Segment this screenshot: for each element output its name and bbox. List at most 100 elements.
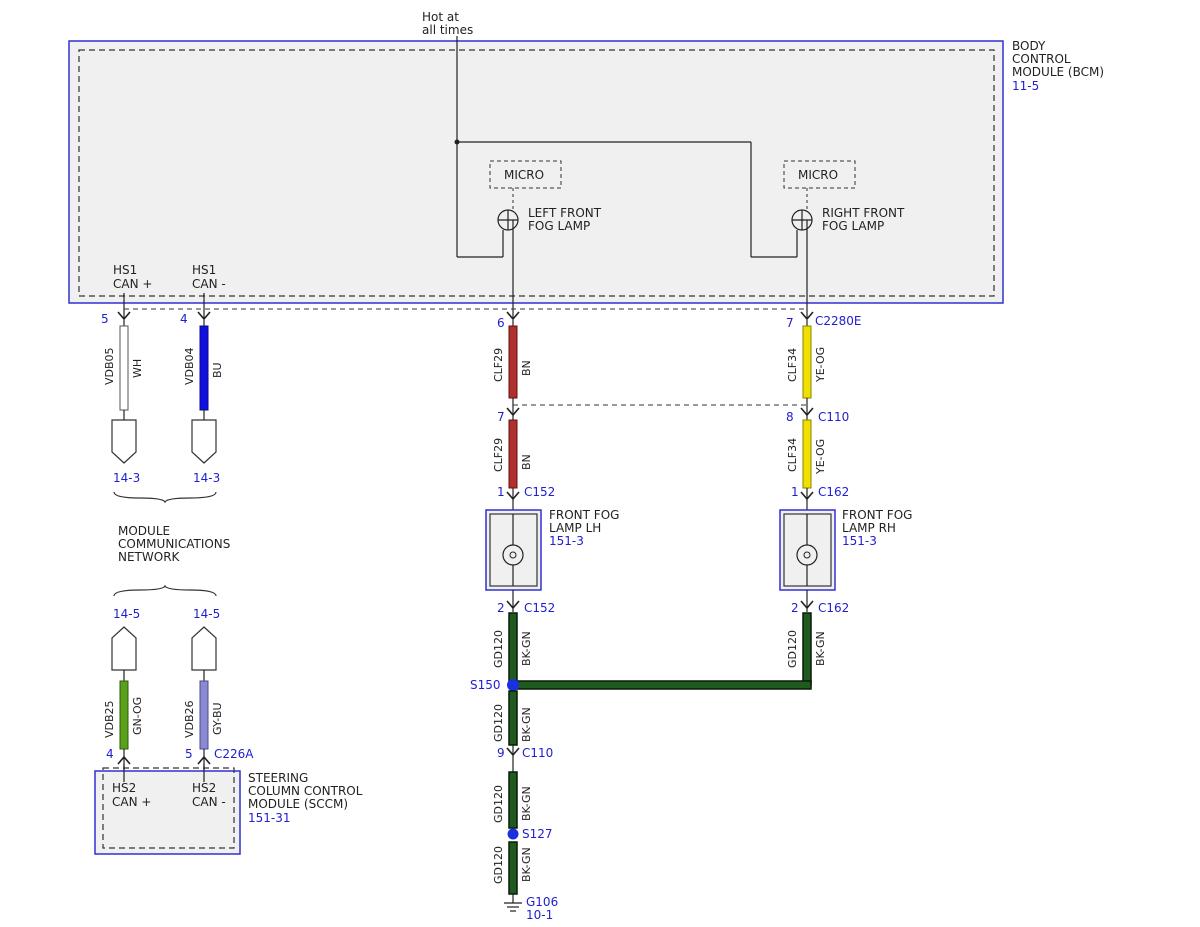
connector-lamp-bottom-pins — [506, 600, 814, 610]
connector-c152-bottom-label[interactable]: C152 — [524, 601, 555, 615]
hs2-plus-label-1: HS2 — [112, 781, 136, 795]
wire-clf34-bottom-circuit: CLF34 — [786, 438, 799, 472]
network-ref-left-top[interactable]: 14-3 — [113, 471, 140, 485]
power-junction-dot — [454, 139, 460, 145]
sccm-ref-link[interactable]: 151-31 — [248, 811, 291, 825]
sccm-name-2: COLUMN CONTROL — [248, 784, 363, 798]
hot-label-2: all times — [422, 23, 473, 37]
network-ref-right-bot[interactable]: 14-5 — [193, 607, 220, 621]
left-fog-switch-label-1: LEFT FRONT — [528, 206, 602, 220]
pin-lh-1: 1 — [497, 485, 505, 499]
wire-vdb25 — [119, 680, 129, 750]
wire-vdb05-circuit: VDB05 — [103, 347, 116, 385]
wire-vdb05-color: WH — [131, 359, 144, 378]
network-connector-left-bot — [111, 626, 137, 671]
splice-s127-dot — [507, 828, 519, 840]
fog-lamp-rh-ref-link[interactable]: 151-3 — [842, 534, 877, 548]
wire-vdb26-circuit: VDB26 — [183, 700, 196, 738]
power-feed — [456, 36, 797, 258]
bcm-ref-link[interactable]: 11-5 — [1012, 79, 1039, 93]
connector-c110-bottom-label[interactable]: C110 — [522, 746, 553, 760]
wire-gd120-lh-color: BK-GN — [520, 631, 533, 666]
right-fog-switch-label-2: FOG LAMP — [822, 219, 884, 233]
wire-clf34-top-color: YE-OG — [814, 347, 827, 383]
wire-clf34-top — [802, 325, 812, 399]
splice-s127-label[interactable]: S127 — [522, 827, 553, 841]
wire-clf29-bottom-color: BN — [520, 454, 533, 470]
wire-vdb26-color: GY-BU — [211, 702, 224, 735]
bcm-name-1: BODY — [1012, 39, 1046, 53]
fog-lamp-rh-name-1: FRONT FOG — [842, 508, 912, 522]
wire-vdb04 — [199, 325, 209, 411]
wire-clf29-bottom-circuit: CLF29 — [492, 438, 505, 472]
wire-vdb05 — [119, 325, 129, 411]
fog-lamp-rh-name-2: LAMP RH — [842, 521, 896, 535]
hs2-minus-label-2: CAN - — [192, 795, 226, 809]
bcm-module-box — [68, 40, 1004, 304]
ground-g106-label[interactable]: G106 — [526, 895, 558, 909]
wire-gd120-s150-color: BK-GN — [520, 707, 533, 742]
network-label-2: COMMUNICATIONS — [118, 537, 230, 551]
hs2-plus-label-2: CAN + — [112, 795, 151, 809]
connector-c162-bottom-label[interactable]: C162 — [818, 601, 849, 615]
fog-lamp-lh-bulb-icon — [502, 544, 524, 566]
wire-clf29-top — [508, 325, 518, 399]
right-fog-switch-label-1: RIGHT FRONT — [822, 206, 905, 220]
splice-s150-label[interactable]: S150 — [470, 678, 501, 692]
wire-gd120-horizontal — [512, 680, 812, 690]
wire-gd120-lh-circuit: GD120 — [492, 630, 505, 668]
network-connector-right-bot — [191, 626, 217, 671]
wire-gd120-rh-color: BK-GN — [814, 631, 827, 666]
wire-clf29-top-circuit: CLF29 — [492, 348, 505, 382]
pin-rh-2: 2 — [791, 601, 799, 615]
micro-right-label: MICRO — [798, 168, 838, 182]
pin-rh-1: 1 — [791, 485, 799, 499]
left-fog-switch-label-2: FOG LAMP — [528, 219, 590, 233]
network-brace-top — [113, 491, 217, 504]
splice-s150-dot — [507, 679, 519, 691]
hs1-minus-label-1: HS1 — [192, 263, 216, 277]
wire-gd120-rh-circuit: GD120 — [786, 630, 799, 668]
network-connector-right-top — [191, 419, 217, 464]
wire-vdb04-circuit: VDB04 — [183, 347, 196, 385]
wire-vdb25-color: GN-OG — [131, 697, 144, 735]
sccm-inner-dashed — [102, 767, 235, 849]
ground-g106-icon — [504, 894, 522, 912]
ground-g106-ref[interactable]: 10-1 — [526, 908, 553, 922]
pin-lh-2: 2 — [497, 601, 505, 615]
wire-gd120-c110-color: BK-GN — [520, 786, 533, 821]
left-fog-switch-icon — [497, 209, 519, 318]
connector-c226a-label[interactable]: C226A — [214, 747, 254, 761]
network-ref-right-top[interactable]: 14-3 — [193, 471, 220, 485]
fog-lamp-lh-ref-link[interactable]: 151-3 — [549, 534, 584, 548]
hot-label-1: Hot at — [422, 10, 459, 24]
wire-gd120-s150-circuit: GD120 — [492, 704, 505, 742]
connector-c110-top-label[interactable]: C110 — [818, 410, 849, 424]
wire-clf34-bottom — [802, 419, 812, 489]
right-fog-switch-icon — [791, 209, 813, 318]
network-ref-left-bot[interactable]: 14-5 — [113, 607, 140, 621]
hs1-plus-label-1: HS1 — [113, 263, 137, 277]
bcm-name-3: MODULE (BCM) — [1012, 65, 1104, 79]
connector-c2280e-label[interactable]: C2280E — [815, 314, 862, 328]
wire-vdb04-color: BU — [211, 362, 224, 378]
fog-lamp-lh-name-1: FRONT FOG — [549, 508, 619, 522]
fog-lamp-lh-name-2: LAMP LH — [549, 521, 601, 535]
connector-c152-top-label[interactable]: C152 — [524, 485, 555, 499]
connector-c162-top-label[interactable]: C162 — [818, 485, 849, 499]
wire-gd120-s127 — [508, 841, 518, 895]
connector-c110-top-pins — [506, 407, 814, 417]
pin-vdb05: 5 — [101, 312, 109, 326]
network-connector-left-top — [111, 419, 137, 464]
bcm-name-2: CONTROL — [1012, 52, 1071, 66]
micro-right-box — [783, 160, 856, 189]
hs1-plus-label-2: CAN + — [113, 277, 152, 291]
sccm-name-1: STEERING — [248, 771, 308, 785]
connector-c2280e-pins — [117, 311, 814, 321]
hs2-minus-label-1: HS2 — [192, 781, 216, 795]
pin-rf-mid: 8 — [786, 410, 794, 424]
wire-gd120-s127-circuit: GD120 — [492, 846, 505, 884]
pin-vdb04: 4 — [180, 312, 188, 326]
sccm-name-3: MODULE (SCCM) — [248, 797, 348, 811]
pin-vdb25: 4 — [106, 747, 114, 761]
